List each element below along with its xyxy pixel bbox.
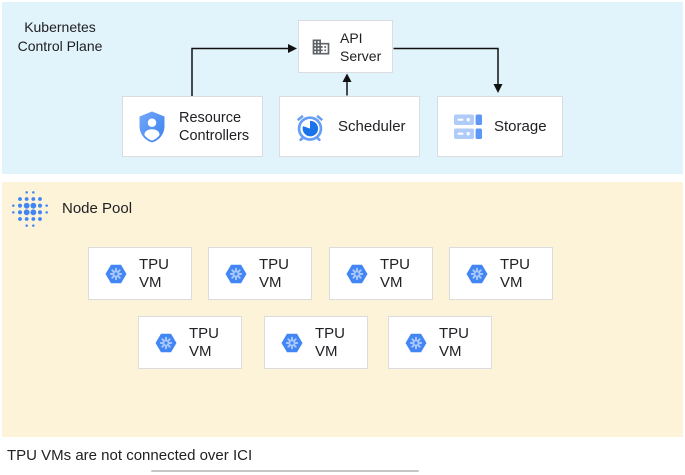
bottom-divider: [151, 470, 419, 472]
node-resource-controllers: Resource Controllers: [122, 96, 263, 157]
alarm-clock-icon: [296, 114, 324, 141]
node-label: TPU VM: [259, 255, 289, 291]
node-api-server: API Server: [298, 20, 393, 73]
node-label: Storage: [494, 117, 547, 135]
building-icon: [312, 39, 330, 54]
node-tpu-vm: TPU VM: [388, 316, 492, 369]
storage-disks-icon: [454, 114, 482, 139]
node-tpu-vm: TPU VM: [208, 247, 312, 300]
node-label: TPU VM: [189, 324, 219, 360]
node-tpu-vm: TPU VM: [449, 247, 553, 300]
control-plane-title: Kubernetes Control Plane: [17, 19, 103, 54]
dots-circle-icon: [12, 191, 48, 227]
node-pool-panel: [2, 182, 683, 437]
hexagon-gear-icon: [346, 264, 368, 283]
node-tpu-vm: TPU VM: [138, 316, 242, 369]
node-tpu-vm: TPU VM: [329, 247, 433, 300]
node-label: Resource Controllers: [179, 109, 250, 144]
node-tpu-vm: TPU VM: [88, 247, 192, 300]
node-pool-title: Node Pool: [62, 200, 133, 217]
node-label: TPU VM: [439, 324, 469, 360]
node-label: TPU VM: [500, 255, 530, 291]
node-scheduler: Scheduler: [279, 96, 420, 157]
node-storage: Storage: [437, 96, 563, 157]
hexagon-gear-icon: [225, 264, 247, 283]
node-label: Scheduler: [338, 117, 406, 135]
hexagon-gear-icon: [155, 333, 177, 352]
shield-user-icon: [139, 111, 165, 143]
node-label: TPU VM: [315, 324, 345, 360]
node-label: TPU VM: [380, 255, 410, 291]
footnote: TPU VMs are not connected over ICI: [7, 447, 253, 464]
node-tpu-vm: TPU VM: [264, 316, 368, 369]
node-label: TPU VM: [139, 255, 169, 291]
hexagon-gear-icon: [281, 333, 303, 352]
hexagon-gear-icon: [105, 264, 127, 283]
hexagon-gear-icon: [466, 264, 488, 283]
hexagon-gear-icon: [405, 333, 427, 352]
node-label: API Server: [340, 29, 382, 64]
